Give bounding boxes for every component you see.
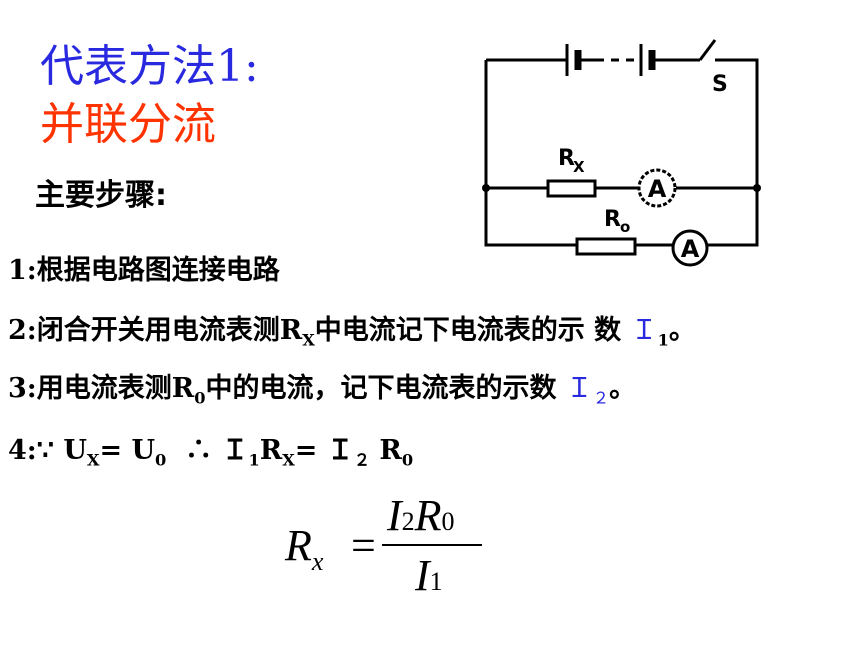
r0-label-sub: o bbox=[620, 218, 630, 236]
title-parallel-shunt: 并联分流 bbox=[40, 99, 216, 150]
ammeter-1-icon bbox=[637, 168, 677, 208]
formula-den-i: I bbox=[415, 551, 430, 600]
step-2-text-b: 中电流记下电流表的示 数 bbox=[314, 315, 622, 346]
step-4-sub-x2: X bbox=[282, 450, 295, 470]
formula-den-1: 1 bbox=[429, 567, 443, 596]
rx-label: R bbox=[558, 146, 575, 171]
circuit-outer-wire bbox=[484, 58, 759, 247]
step-3: 3:用电流表测R0中的电流，记下电流表的示数 Ｉ２。 bbox=[8, 366, 636, 408]
step-4-text-f: R bbox=[370, 435, 402, 466]
ammeter-2-icon bbox=[671, 229, 709, 267]
step-4-text-d: R bbox=[259, 435, 283, 466]
junction-right bbox=[753, 184, 761, 192]
main-steps-heading: 主要步骤: bbox=[35, 178, 167, 213]
step-4-sub-1: 1 bbox=[248, 450, 260, 470]
step-4-sub-x: X bbox=[86, 450, 100, 470]
step-4: 4:∵ UX= U0 ∴ Ｉ1RX= Ｉ２ R0 bbox=[8, 428, 413, 470]
rx-label-sub: X bbox=[573, 158, 585, 176]
step-1-text: 1:根据电路图连接电路 bbox=[8, 255, 280, 286]
step-3-period: 。 bbox=[609, 373, 637, 404]
fraction-bar bbox=[382, 544, 482, 546]
step-3-text-a: 3:用电流表测R bbox=[8, 373, 195, 404]
step-4-sub-2: ２ bbox=[353, 450, 370, 470]
ammeter-1-label: A bbox=[648, 175, 667, 203]
formula-num-i: I bbox=[387, 491, 402, 540]
step-4-text-c: ∴ Ｉ bbox=[166, 435, 249, 466]
step-2: 2:闭合开关用电流表测RX中电流记下电流表的示 数 Ｉ1。 bbox=[8, 308, 696, 349]
formula-denominator: I1 bbox=[415, 550, 443, 601]
step-3-sub-2: ２ bbox=[592, 388, 610, 408]
title-method: 代表方法1: bbox=[40, 41, 259, 92]
step-2-period: 。 bbox=[668, 315, 696, 346]
resistor-rx bbox=[546, 179, 597, 198]
formula-numerator: I2R0 bbox=[387, 490, 455, 541]
ammeter-2-label: A bbox=[681, 235, 700, 263]
step-2-sub-x: X bbox=[302, 330, 315, 350]
switch-label: S bbox=[712, 72, 728, 97]
step-4-sub-0b: 0 bbox=[401, 450, 414, 470]
formula-equals: = bbox=[351, 521, 376, 570]
resistor-r0 bbox=[575, 237, 637, 256]
step-3-text-b: 中的电流，记下电流表的示数 bbox=[205, 373, 557, 404]
switch-lever bbox=[698, 39, 717, 61]
formula-num-2: 2 bbox=[401, 507, 415, 536]
step-2-current-symbol: Ｉ bbox=[630, 315, 658, 346]
step-4-sub-0: 0 bbox=[155, 450, 167, 470]
step-2-sub-1: 1 bbox=[657, 330, 669, 350]
formula-num-0: 0 bbox=[441, 507, 455, 536]
step-3-sub-0: 0 bbox=[194, 388, 206, 408]
formula-lhs: Rx bbox=[285, 520, 323, 577]
junction-left bbox=[482, 184, 490, 192]
step-4-text-b: = U bbox=[99, 435, 156, 466]
formula-lhs-sub: x bbox=[311, 546, 324, 576]
step-3-current-symbol: Ｉ bbox=[565, 373, 593, 404]
formula-lhs-r: R bbox=[285, 521, 312, 570]
step-2-text-a: 2:闭合开关用电流表测R bbox=[8, 315, 303, 346]
step-4-text-e: = Ｉ bbox=[294, 435, 354, 466]
step-1: 1:根据电路图连接电路 bbox=[8, 248, 280, 287]
step-4-text-a: 4:∵ U bbox=[8, 435, 87, 466]
r0-label: R bbox=[604, 207, 621, 232]
formula-num-r: R bbox=[414, 491, 442, 540]
